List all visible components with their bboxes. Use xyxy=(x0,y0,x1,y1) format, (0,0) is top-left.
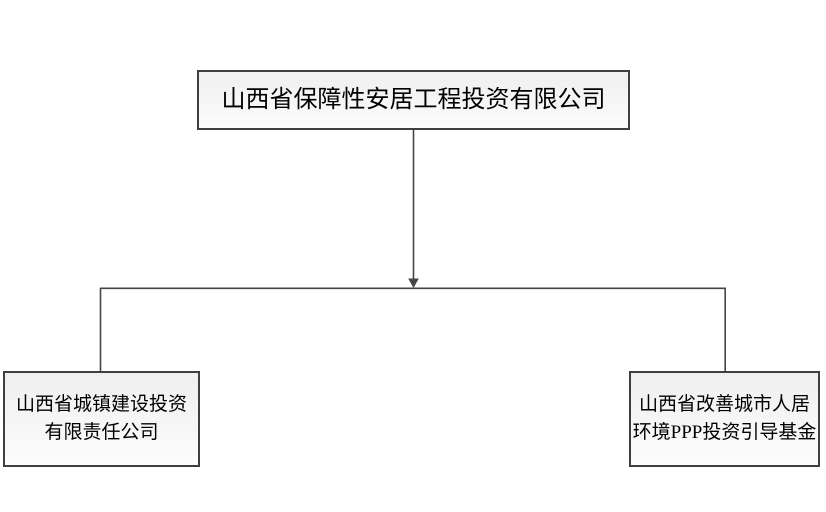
org-node-child-right: 山西省改善城市人居 环境PPP投资引导基金 xyxy=(629,371,820,467)
org-node-child-right-label-line2: 环境PPP投资引导基金 xyxy=(632,422,817,443)
arrow-down-icon xyxy=(408,278,419,288)
org-node-parent-company-label: 山西省保障性安居工程投资有限公司 xyxy=(221,86,606,113)
org-node-parent-company: 山西省保障性安居工程投资有限公司 xyxy=(197,70,630,130)
org-node-child-left-label-line2: 有限责任公司 xyxy=(44,422,159,443)
org-node-child-left: 山西省城镇建设投资 有限责任公司 xyxy=(3,371,200,467)
org-node-child-right-label-line1: 山西省改善城市人居 xyxy=(638,394,810,416)
org-node-child-left-label-line1: 山西省城镇建设投资 xyxy=(15,394,187,416)
